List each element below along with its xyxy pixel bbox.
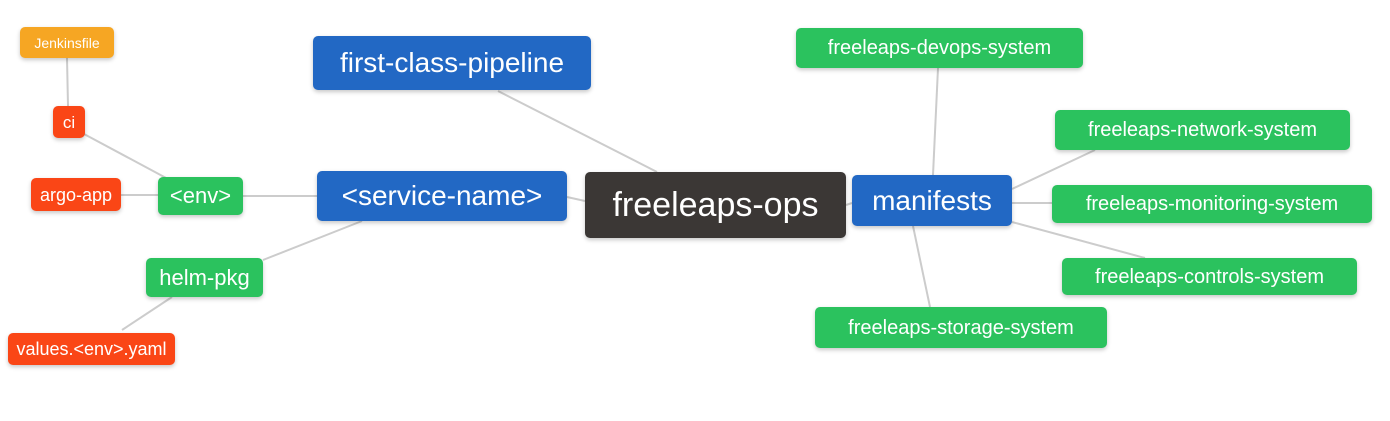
node-jenkinsfile[interactable]: Jenkinsfile: [20, 27, 114, 58]
node-freeleaps-controls-system[interactable]: freeleaps-controls-system: [1062, 258, 1357, 295]
edge-helm-pkg-service-name: [262, 220, 363, 261]
node-freeleaps-storage-system[interactable]: freeleaps-storage-system: [815, 307, 1107, 348]
node-freeleaps-ops-root[interactable]: freeleaps-ops: [585, 172, 846, 238]
node-first-class-pipeline[interactable]: first-class-pipeline: [313, 36, 591, 90]
node-manifests[interactable]: manifests: [852, 175, 1012, 226]
node-freeleaps-monitoring-system-label: freeleaps-monitoring-system: [1085, 193, 1339, 215]
node-freeleaps-network-system[interactable]: freeleaps-network-system: [1055, 110, 1350, 150]
node-jenkinsfile-label: Jenkinsfile: [34, 34, 100, 51]
node-freeleaps-devops-system-label: freeleaps-devops-system: [827, 37, 1052, 59]
node-freeleaps-network-system-label: freeleaps-network-system: [1088, 119, 1317, 141]
edge-jenkinsfile-ci: [66, 57, 69, 107]
node-freeleaps-devops-system[interactable]: freeleaps-devops-system: [796, 28, 1083, 68]
node-freeleaps-ops-label: freeleaps-ops: [612, 186, 819, 224]
node-freeleaps-controls-system-label: freeleaps-controls-system: [1095, 265, 1324, 288]
edge-ci-env: [83, 133, 169, 180]
node-manifests-label: manifests: [872, 184, 992, 216]
edge-ops-manifests: [845, 202, 853, 206]
node-freeleaps-monitoring-system[interactable]: freeleaps-monitoring-system: [1052, 185, 1372, 223]
node-service-name[interactable]: <service-name>: [317, 171, 567, 221]
node-values-env-yaml[interactable]: values.<env>.yaml: [8, 333, 175, 365]
node-helm-pkg[interactable]: helm-pkg: [146, 258, 263, 297]
node-helm-pkg-label: helm-pkg: [159, 264, 250, 290]
edge-pipeline-ops: [497, 90, 658, 173]
edge-manifests-storage: [912, 225, 931, 308]
node-freeleaps-storage-system-label: freeleaps-storage-system: [848, 316, 1074, 339]
edge-manifests-devops: [932, 67, 939, 176]
node-argo-app-label: argo-app: [39, 184, 113, 205]
node-first-class-pipeline-label: first-class-pipeline: [339, 47, 565, 78]
edge-service-name-ops: [566, 196, 586, 202]
node-service-name-label: <service-name>: [341, 180, 543, 211]
node-ci[interactable]: ci: [53, 106, 85, 138]
node-values-env-yaml-label: values.<env>.yaml: [16, 339, 167, 359]
node-env[interactable]: <env>: [158, 177, 243, 215]
node-env-label: <env>: [169, 183, 232, 208]
edge-manifests-controls: [1011, 221, 1146, 259]
node-argo-app[interactable]: argo-app: [31, 178, 121, 211]
edge-manifests-network: [1011, 149, 1096, 190]
node-ci-label: ci: [62, 112, 76, 132]
edge-values-helm-pkg: [121, 296, 173, 331]
